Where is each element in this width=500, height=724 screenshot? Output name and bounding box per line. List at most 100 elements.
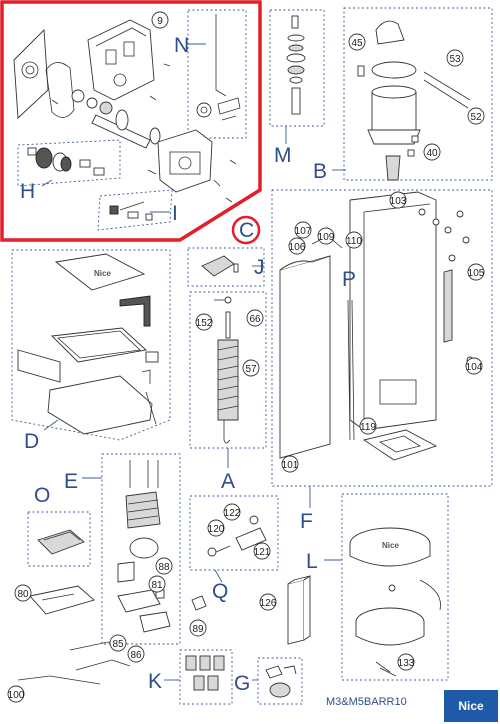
- group-label-l: L: [306, 550, 318, 573]
- svg-text:81: 81: [151, 580, 163, 591]
- part-callout-81: 81: [148, 575, 166, 593]
- group-g-parts: [265, 665, 297, 698]
- group-label-e: E: [64, 470, 78, 493]
- svg-text:119: 119: [360, 422, 376, 433]
- part-callout-126: 126: [259, 593, 277, 611]
- group-n-parts: [196, 14, 241, 121]
- svg-text:120: 120: [208, 524, 225, 535]
- group-label-p: P: [342, 268, 356, 291]
- part-callout-119: 119: [359, 417, 377, 435]
- svg-text:122: 122: [224, 508, 241, 519]
- group-i-parts: [109, 201, 153, 221]
- svg-text:9: 9: [157, 16, 163, 27]
- part-callout-53: 53: [446, 49, 464, 67]
- part-callout-121: 121: [253, 542, 271, 560]
- highlight-frame-group-c: [0, 0, 262, 242]
- group-label-i: I: [172, 202, 178, 225]
- svg-text:105: 105: [468, 268, 485, 279]
- group-f-parts: [279, 191, 474, 461]
- group-k-parts: [185, 655, 225, 691]
- group-o-parts: [37, 529, 85, 555]
- group-l-parts: [349, 527, 441, 677]
- group-label-g: G: [234, 672, 250, 695]
- group-label-b: B: [313, 160, 327, 183]
- group-label-f: F: [300, 510, 313, 533]
- svg-text:107: 107: [295, 226, 312, 237]
- svg-text:52: 52: [470, 112, 482, 123]
- svg-text:57: 57: [245, 364, 257, 375]
- group-label-h: H: [20, 180, 35, 203]
- part-callout-80: 80: [14, 584, 32, 602]
- part-callout-122: 122: [223, 503, 241, 521]
- svg-text:80: 80: [17, 589, 29, 600]
- svg-text:86: 86: [130, 650, 142, 661]
- svg-text:89: 89: [192, 624, 204, 635]
- svg-text:101: 101: [282, 460, 299, 471]
- group-label-o: O: [34, 484, 50, 507]
- group-q-parts: [207, 515, 267, 557]
- part-callout-107: 107: [294, 221, 312, 239]
- svg-text:109: 109: [318, 232, 335, 243]
- part-callout-101: 101: [281, 455, 299, 473]
- svg-text:106: 106: [289, 242, 306, 253]
- group-label-q: Q: [212, 580, 228, 603]
- part-callout-52: 52: [467, 107, 485, 125]
- group-b-parts: [357, 20, 471, 181]
- part-callout-105: 105: [467, 263, 485, 281]
- svg-text:110: 110: [346, 236, 362, 247]
- part-callout-66: 66: [246, 309, 264, 327]
- svg-text:152: 152: [196, 318, 213, 329]
- group-m-parts: [286, 15, 306, 115]
- group-a-parts: [214, 296, 239, 444]
- part-callout-120: 120: [207, 519, 225, 537]
- part-89-shape: [191, 595, 207, 611]
- group-label-j: J: [254, 256, 265, 279]
- cover-brand-print: Nice: [94, 269, 111, 278]
- brand-logo: Nice: [444, 690, 498, 722]
- group-h-parts: [27, 147, 105, 176]
- part-callout-152: 152: [195, 313, 213, 331]
- part-callouts: 9 40 45 52 53 57 66 80 81 85 86 88 89 10…: [7, 11, 485, 703]
- group-label-m: M: [274, 144, 292, 167]
- svg-text:85: 85: [112, 639, 124, 650]
- group-c-highlight-circle: [231, 215, 261, 245]
- group-c-parts: [13, 19, 237, 203]
- group-e-parts: [117, 460, 171, 633]
- part-callout-40: 40: [423, 143, 441, 161]
- group-label-d: D: [24, 430, 39, 453]
- part-callout-9: 9: [151, 11, 169, 29]
- group-j-parts: [201, 255, 239, 277]
- group-label-k: K: [148, 670, 162, 693]
- part-callout-109: 109: [317, 227, 335, 245]
- group-label-a: A: [221, 470, 235, 493]
- part-callout-57: 57: [242, 359, 260, 377]
- svg-text:133: 133: [398, 658, 415, 669]
- part-callout-106: 106: [288, 237, 306, 255]
- letter-leader-lines: [41, 43, 346, 681]
- part-126-profile: [287, 575, 311, 645]
- group-d-parts: [17, 253, 159, 435]
- svg-text:126: 126: [260, 598, 277, 609]
- svg-text:100: 100: [8, 690, 25, 701]
- svg-text:104: 104: [466, 362, 483, 373]
- svg-text:53: 53: [449, 54, 461, 65]
- group-label-n: N: [174, 34, 189, 57]
- part-callout-89: 89: [189, 619, 207, 637]
- group-frames: [11, 7, 493, 705]
- part-callout-104: 104: [465, 357, 483, 375]
- part-callout-45: 45: [348, 33, 366, 51]
- part-callout-86: 86: [127, 645, 145, 663]
- svg-text:121: 121: [254, 547, 271, 558]
- base-brand-print: Nice: [382, 541, 399, 550]
- model-code-label: M3&M5BARR10: [326, 696, 407, 708]
- svg-text:40: 40: [426, 148, 438, 159]
- part-callout-88: 88: [155, 557, 173, 575]
- part-callout-85: 85: [109, 634, 127, 652]
- group-label-c: C: [239, 219, 254, 242]
- svg-text:45: 45: [351, 38, 363, 49]
- part-callout-110: 110: [345, 231, 363, 249]
- group-letters: A B C D E F G H I J K L M N O P Q: [20, 34, 356, 695]
- svg-text:66: 66: [249, 314, 261, 325]
- part-callout-100: 100: [7, 685, 25, 703]
